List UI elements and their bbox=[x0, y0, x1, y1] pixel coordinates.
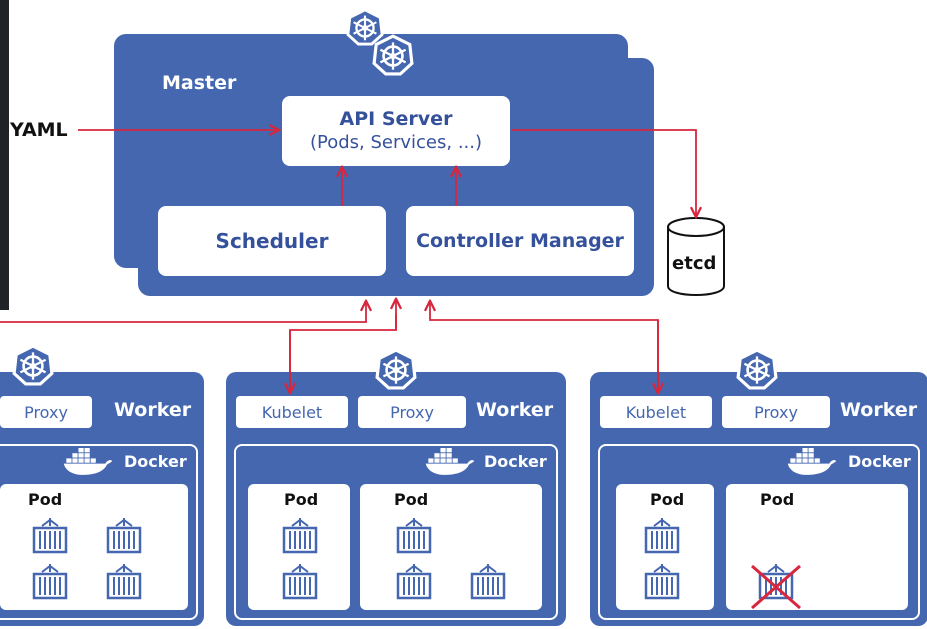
worker-node-1: Proxy Worker Docker Pod bbox=[0, 372, 204, 626]
pod-label: Pod bbox=[760, 490, 795, 509]
kubelet-chip: Kubelet bbox=[236, 396, 348, 428]
docker-runtime-area: Docker Pod bbox=[0, 444, 198, 620]
worker-title: Worker bbox=[840, 399, 918, 421]
container-icon bbox=[282, 562, 318, 600]
failed-cross-icon bbox=[751, 564, 801, 610]
proxy-chip: Proxy bbox=[358, 396, 466, 428]
pod-box: Pod bbox=[0, 484, 188, 610]
docker-label: Docker bbox=[124, 452, 187, 471]
docker-label: Docker bbox=[848, 452, 911, 471]
master-panel: Master API Server (Pods, Services, ...) … bbox=[138, 58, 654, 296]
container-icon bbox=[106, 516, 142, 554]
container-icon bbox=[106, 562, 142, 600]
etcd-label: etcd bbox=[672, 253, 717, 274]
kubernetes-helm-icon bbox=[736, 348, 778, 390]
api-server-box: API Server (Pods, Services, ...) bbox=[282, 96, 510, 166]
container-icon bbox=[644, 516, 680, 554]
proxy-chip: Proxy bbox=[722, 396, 830, 428]
container-icon bbox=[396, 562, 432, 600]
worker1-to-master-arrow bbox=[0, 302, 366, 323]
container-icon bbox=[758, 562, 794, 600]
yaml-label: YAML bbox=[10, 119, 68, 141]
kubernetes-helm-icon bbox=[375, 348, 417, 390]
worker-title: Worker bbox=[114, 399, 192, 421]
pod-box: Pod bbox=[616, 484, 714, 610]
docker-runtime-area: Docker Pod Pod bbox=[598, 444, 920, 620]
worker3-to-master-arrow bbox=[430, 302, 659, 390]
pod-label: Pod bbox=[394, 490, 429, 509]
container-icon bbox=[32, 516, 68, 554]
kubernetes-helm-icon bbox=[12, 344, 54, 386]
database-icon bbox=[667, 217, 725, 296]
container-icon bbox=[396, 516, 432, 554]
container-icon bbox=[470, 562, 506, 600]
pod-label: Pod bbox=[650, 490, 685, 509]
api-server-title: API Server bbox=[339, 108, 453, 130]
worker-node-2: Kubelet Proxy Worker Docker Pod Pod bbox=[226, 372, 566, 626]
kubernetes-helm-icon bbox=[372, 34, 414, 76]
docker-whale-icon bbox=[425, 448, 475, 475]
kubelet-chip: Kubelet bbox=[600, 396, 712, 428]
api-server-subtitle: (Pods, Services, ...) bbox=[309, 132, 483, 153]
docker-whale-icon bbox=[787, 448, 837, 475]
controller-manager-box: Controller Manager bbox=[406, 206, 634, 276]
container-icon bbox=[32, 562, 68, 600]
pod-box: Pod bbox=[726, 484, 908, 610]
worker-node-3: Kubelet Proxy Worker Docker Pod Pod bbox=[590, 372, 927, 626]
background-edge bbox=[0, 0, 9, 310]
connection-arrows bbox=[0, 130, 696, 392]
pod-box: Pod bbox=[360, 484, 542, 610]
worker-title: Worker bbox=[476, 399, 554, 421]
container-icon bbox=[644, 562, 680, 600]
pod-label: Pod bbox=[284, 490, 319, 509]
master-title: Master bbox=[162, 72, 237, 94]
docker-label: Docker bbox=[484, 452, 547, 471]
container-icon bbox=[282, 516, 318, 554]
docker-whale-icon bbox=[63, 448, 113, 475]
pod-label: Pod bbox=[28, 490, 63, 509]
kubernetes-helm-icon bbox=[346, 8, 384, 46]
scheduler-box: Scheduler bbox=[158, 206, 386, 276]
proxy-chip: Proxy bbox=[0, 396, 92, 428]
api-to-etcd-arrow bbox=[512, 129, 696, 216]
